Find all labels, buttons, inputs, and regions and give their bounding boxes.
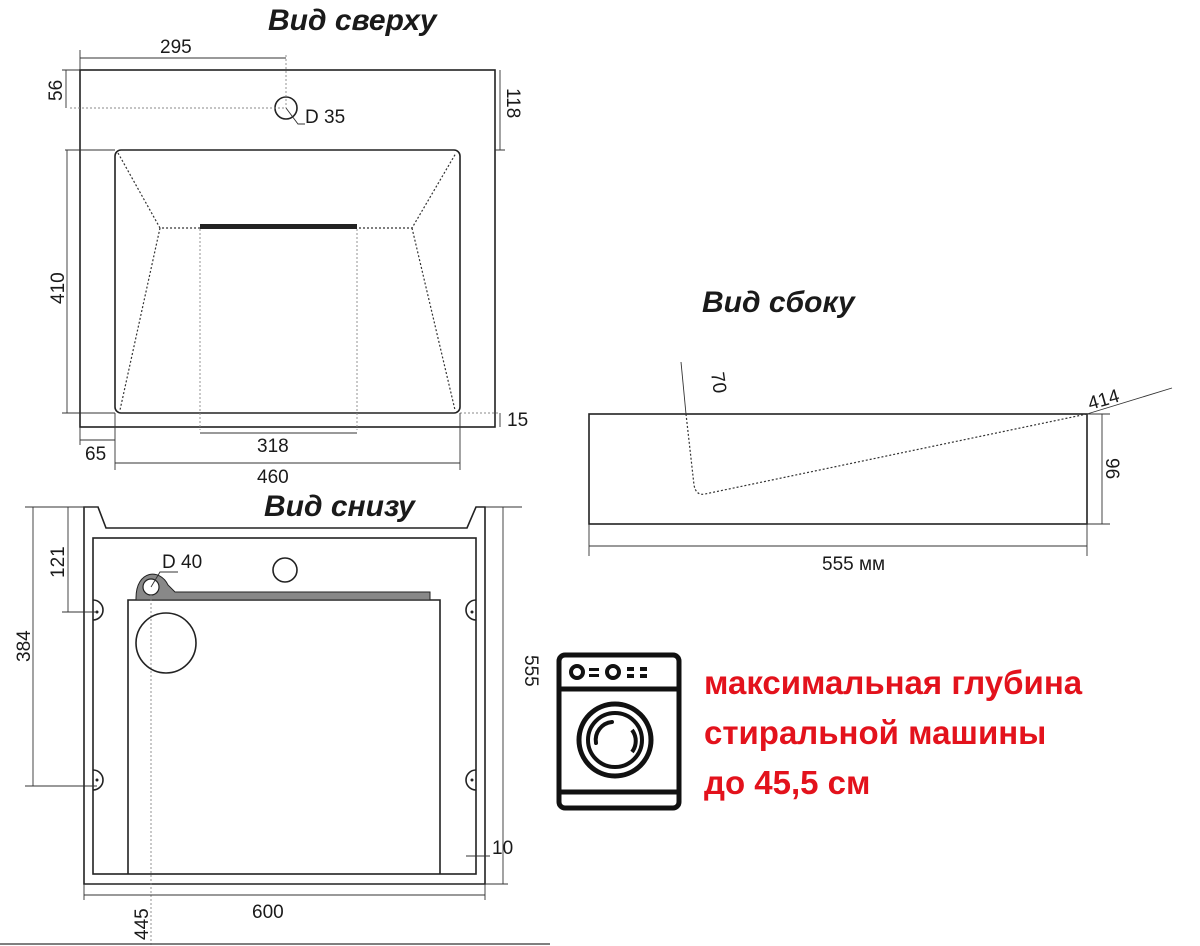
dim-bowl-offset-left: 65 bbox=[85, 444, 106, 465]
dim-line-384 bbox=[25, 506, 97, 787]
bowl-slope-sides bbox=[119, 227, 456, 411]
side-view: Вид сбоку 70 414 96 555 мм bbox=[588, 286, 1173, 575]
dim-slope-length: 414 bbox=[1086, 386, 1123, 415]
bowl-profile bbox=[685, 413, 1088, 495]
dim-line-65 bbox=[79, 413, 116, 470]
washing-machine-icon bbox=[556, 652, 682, 811]
dim-hole-diameter: D 35 bbox=[305, 107, 345, 128]
dim-line-410 bbox=[62, 149, 115, 414]
top-outer-outline bbox=[79, 69, 496, 428]
dim-bowl-offset-bottom: 15 bbox=[507, 410, 528, 431]
bottom-view-title: Вид снизу bbox=[264, 490, 416, 523]
drain-bracket bbox=[135, 573, 431, 601]
drain-slot bbox=[200, 224, 357, 229]
dim-height: 96 bbox=[1101, 458, 1122, 479]
dim-drain-offset: 445 bbox=[132, 908, 153, 940]
angle-leader-70 bbox=[680, 361, 687, 415]
dim-drain-diameter: D 40 bbox=[162, 552, 202, 573]
leader-d35 bbox=[285, 107, 305, 125]
dim-line-118 bbox=[495, 70, 505, 151]
washing-machine-note: максимальная глубина стиральной машины д… bbox=[704, 658, 1082, 808]
dim-total-depth: 555 bbox=[520, 655, 541, 687]
dim-front-angle: 70 bbox=[706, 371, 730, 395]
mount-dot bbox=[470, 778, 474, 782]
mount-left-bottom bbox=[92, 769, 104, 791]
mount-left-top bbox=[92, 599, 104, 621]
dim-bowl-depth: 410 bbox=[48, 272, 69, 304]
dim-line-555 bbox=[485, 506, 522, 885]
dim-wall-thickness: 10 bbox=[492, 838, 513, 859]
bowl-slope-top bbox=[117, 152, 457, 229]
hole-centerlines bbox=[70, 55, 287, 109]
bottom-outer-outline bbox=[83, 506, 486, 885]
mount-dot bbox=[95, 778, 99, 782]
note-line-2: стиральной машины bbox=[704, 714, 1047, 751]
dim-line-460 bbox=[115, 413, 461, 470]
side-view-title: Вид сбоку bbox=[702, 286, 856, 319]
dim-total-width: 600 bbox=[252, 902, 284, 923]
dim-bowl-width: 460 bbox=[257, 467, 289, 488]
dim-bowl-offset-top: 118 bbox=[502, 88, 523, 118]
dim-mount-offset-top: 121 bbox=[48, 546, 69, 578]
drain-slot-guides bbox=[199, 229, 358, 430]
bowl-outline bbox=[114, 149, 461, 414]
dim-length: 555 мм bbox=[822, 554, 885, 575]
faucet-hole-bottom bbox=[272, 557, 298, 583]
dim-line-600 bbox=[83, 884, 486, 900]
bottom-inner-frame bbox=[92, 537, 477, 875]
siphon-circle bbox=[135, 612, 197, 674]
note-line-1: максимальная глубина bbox=[704, 664, 1083, 701]
note-line-3: до 45,5 см bbox=[704, 764, 871, 801]
machine-area-outline bbox=[127, 599, 441, 874]
mount-right-top bbox=[465, 599, 477, 621]
dim-line-295 bbox=[79, 50, 286, 70]
dim-line-56 bbox=[62, 69, 80, 108]
dim-hole-offset-x: 295 bbox=[160, 37, 192, 58]
dim-hole-offset-y: 56 bbox=[46, 80, 67, 101]
bottom-view: Вид снизу D 40 121 384 555 bbox=[0, 490, 550, 946]
leader-d40 bbox=[150, 571, 178, 588]
angle-leader-414 bbox=[1086, 387, 1173, 415]
dim-line-121 bbox=[62, 506, 98, 613]
dim-mount-spacing: 384 bbox=[14, 630, 35, 662]
dim-line-96 bbox=[1080, 413, 1110, 525]
top-view-title: Вид сверху bbox=[268, 4, 438, 37]
mount-dot bbox=[470, 610, 474, 614]
dim-line-555-side bbox=[588, 524, 1088, 556]
mount-right-bottom bbox=[465, 769, 477, 791]
top-view: Вид сверху D 35 295 56 118 410 15 bbox=[46, 4, 528, 488]
side-outline bbox=[588, 413, 1088, 525]
dim-drain-slot-width: 318 bbox=[257, 436, 289, 457]
